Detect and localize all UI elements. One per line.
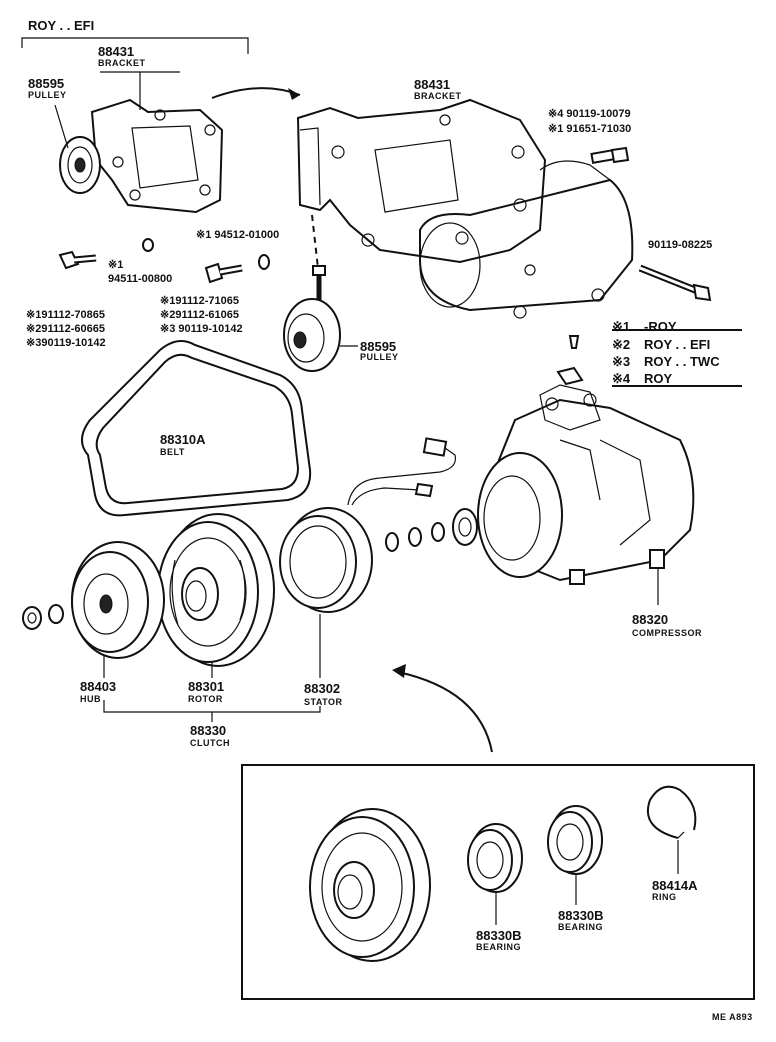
- fitting-small: [556, 335, 584, 386]
- inset-bracket-line: [21, 37, 249, 54]
- label-bracket-inset-number: 88431: [98, 44, 134, 59]
- idler-pulley: [283, 298, 341, 372]
- label-bolt-b1: ※191112-70865: [26, 309, 105, 321]
- bolt-long: [638, 264, 712, 302]
- label-clutch-name: CLUTCH: [190, 738, 230, 748]
- arrow-head: [392, 664, 406, 678]
- detail-rotor: [309, 808, 431, 962]
- label-pulley-inset-number: 88595: [28, 76, 64, 91]
- footer-code: ME A893: [712, 1012, 753, 1022]
- label-bolt-4: ※4 90119-10079: [548, 108, 631, 120]
- label-belt-name: BELT: [160, 447, 185, 457]
- label-bracket-name: BRACKET: [414, 91, 462, 101]
- rotor: [157, 513, 275, 667]
- header-title: ROY . . EFI: [28, 18, 94, 33]
- legend-text-3: ROY . . TWC: [644, 354, 720, 369]
- label-bolt-b2: ※291112-60665: [26, 323, 105, 335]
- stator: [279, 507, 373, 613]
- legend-text-2: ROY . . EFI: [644, 337, 710, 352]
- label-compressor-number: 88320: [632, 612, 668, 627]
- legend-mark-3: ※3: [612, 354, 630, 369]
- label-bearing2-name: BEARING: [558, 922, 603, 932]
- detail-bearing-1: [467, 823, 523, 893]
- wire-harness: [347, 437, 457, 506]
- bolt-upper-right: [590, 146, 630, 164]
- inset-bracket-assembly: [90, 98, 224, 214]
- main-bracket: [296, 98, 547, 264]
- label-ring-name: RING: [652, 892, 677, 902]
- label-bearing1-name: BEARING: [476, 942, 521, 952]
- alignment-line: [311, 214, 319, 269]
- arrow-to-detail: [397, 671, 493, 753]
- label-bearing1-number: 88330B: [476, 928, 522, 943]
- washer-small: [142, 238, 154, 252]
- legend-mark-4: ※4: [612, 371, 631, 386]
- label-belt-number: 88310A: [160, 432, 206, 447]
- label-stator-number: 88302: [304, 681, 340, 696]
- label-stator-name: STATOR: [304, 697, 343, 707]
- label-clutch-number: 88330: [190, 723, 226, 738]
- legend-text-4: ROY: [644, 371, 673, 386]
- detail-box: [241, 764, 755, 1000]
- label-bolt-a2: ※291112-61065: [160, 309, 239, 321]
- detail-snap-ring: [647, 785, 697, 839]
- label-rotor-number: 88301: [188, 679, 224, 694]
- label-hub-number: 88403: [80, 679, 116, 694]
- label-bolt-a3: ※3 90119-10142: [160, 323, 243, 335]
- label-pulley-inset-name: PULLEY: [28, 90, 67, 100]
- label-bearing2-number: 88330B: [558, 908, 604, 923]
- arrow-head: [288, 88, 300, 100]
- label-bracket-inset-name: BRACKET: [98, 58, 146, 68]
- label-pulley-name: PULLEY: [360, 352, 399, 362]
- label-rotor-name: ROTOR: [188, 694, 223, 704]
- label-bolt-1: ※1 91651-71030: [548, 123, 631, 135]
- label-washer-1: ※1 94512-01000: [196, 229, 279, 241]
- belt: [81, 340, 312, 517]
- shim-washers: [385, 522, 445, 552]
- legend-text-1: -ROY: [644, 319, 677, 334]
- legend-mark-1: ※1: [612, 319, 630, 334]
- compressor-top: [419, 160, 634, 319]
- label-washer-2-number: 94511-00800: [108, 273, 172, 285]
- bolt-left: [58, 250, 97, 270]
- legend-mark-2: ※2: [612, 337, 630, 352]
- bolt-middle: [204, 262, 243, 284]
- compressor-shaft: [452, 508, 478, 546]
- label-bracket-number: 88431: [414, 77, 450, 92]
- label-ring-number: 88414A: [652, 878, 698, 893]
- hub-nut: [22, 604, 64, 630]
- label-bolt-b3: ※390119-10142: [26, 337, 106, 349]
- compressor: [477, 384, 695, 585]
- label-hub-name: HUB: [80, 694, 101, 704]
- label-bolt-long: 90119-08225: [648, 239, 712, 251]
- inset-pulley: [59, 136, 101, 194]
- label-compressor-name: COMPRESSOR: [632, 628, 702, 638]
- label-bolt-a1: ※191112-71065: [160, 295, 239, 307]
- label-pulley-number: 88595: [360, 339, 396, 354]
- detail-bearing-2: [547, 805, 603, 875]
- washer-middle: [258, 254, 270, 270]
- label-washer-2-mark: ※1: [108, 259, 123, 271]
- inset-label-line: [54, 104, 69, 149]
- arrow-to-bracket: [211, 87, 301, 99]
- hub: [71, 541, 165, 659]
